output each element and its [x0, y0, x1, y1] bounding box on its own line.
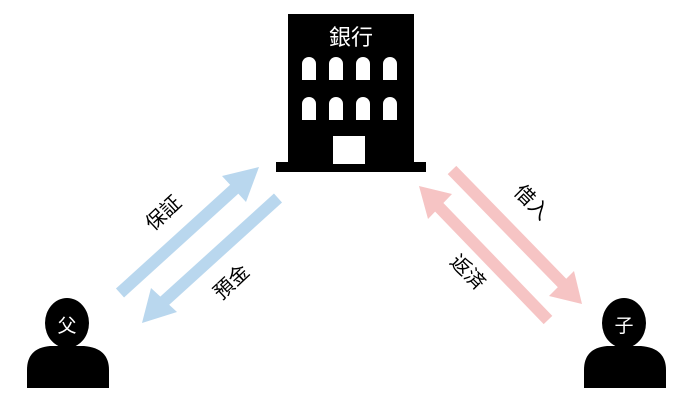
borrow-label: 借入	[509, 179, 554, 224]
deposit-arrow	[142, 193, 283, 323]
guarantee-arrow	[115, 167, 259, 298]
father-label: 父	[57, 315, 76, 337]
father-person-icon	[27, 298, 109, 388]
deposit-label: 預金	[208, 259, 254, 304]
repay-arrow	[419, 186, 553, 325]
borrow-arrow	[447, 165, 582, 304]
child-person-icon	[584, 298, 666, 388]
bank-windows-bottom	[302, 97, 397, 120]
child-label: 子	[614, 315, 633, 337]
bank-label: 銀行	[329, 26, 373, 51]
guarantee-label: 保証	[140, 190, 186, 235]
bank-windows-top	[302, 57, 397, 80]
bank-building-icon	[276, 14, 426, 172]
bank-door	[333, 136, 365, 164]
